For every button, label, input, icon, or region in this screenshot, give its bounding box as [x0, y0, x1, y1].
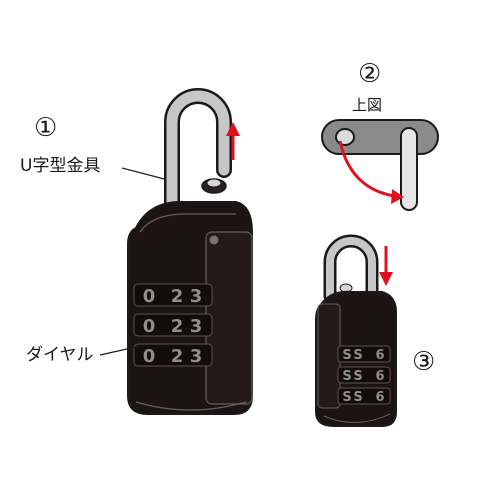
step-3: ③ S S 6 S S 6: [315, 234, 435, 427]
step-2: ② 上図: [321, 59, 439, 211]
small-dial-digit[interactable]: S: [353, 390, 362, 405]
step-1: ① U字型金具 0: [20, 88, 253, 415]
dial-digit[interactable]: 2: [171, 346, 184, 367]
small-dial-rows: S S 6 S S 6 S S 6: [337, 345, 391, 405]
rotated-shackle: [400, 127, 418, 211]
step-2-number: ②: [358, 59, 381, 89]
small-side-panel: [317, 303, 341, 409]
small-dial-digit[interactable]: S: [342, 369, 351, 384]
small-dial-row: S S 6: [337, 366, 391, 384]
dial-digit[interactable]: 3: [190, 346, 203, 367]
small-dial-digit[interactable]: S: [342, 390, 351, 405]
dial-digit[interactable]: 0: [143, 316, 156, 337]
shackle-label: U字型金具: [20, 156, 100, 176]
small-dial-digit[interactable]: S: [342, 348, 351, 363]
small-dial-digit[interactable]: S: [353, 369, 362, 384]
small-dial-digit[interactable]: S: [353, 348, 362, 363]
side-panel: [205, 231, 253, 405]
down-arrow-icon: [379, 246, 393, 286]
small-dial-row: S S 6: [337, 345, 391, 363]
dial-row: 0 2 3: [133, 283, 213, 307]
small-dial-digit[interactable]: 6: [375, 369, 384, 384]
lock-body: [127, 200, 253, 415]
dial-digit[interactable]: 0: [143, 286, 156, 307]
step-3-number: ③: [412, 347, 435, 377]
release-button: [208, 234, 220, 246]
small-u-shackle: [326, 237, 376, 300]
dial-digit[interactable]: 2: [171, 286, 184, 307]
dial-row: 0 2 3: [133, 313, 213, 337]
shackle-leader-line: [121, 167, 169, 181]
plate-hole: [335, 128, 355, 146]
dial-digit[interactable]: 0: [143, 346, 156, 367]
small-dial-row: S S 6: [337, 387, 391, 405]
dial-digit[interactable]: 2: [171, 316, 184, 337]
shackle-hole: [206, 178, 222, 188]
u-shackle: [166, 90, 230, 228]
dial-digit[interactable]: 3: [190, 316, 203, 337]
dial-leader-line: [99, 345, 141, 356]
step-1-number: ①: [34, 113, 57, 143]
top-view-caption: 上図: [352, 96, 382, 114]
dial-row: 0 2 3: [133, 343, 213, 367]
rotate-arrow-icon: [338, 140, 404, 204]
small-dial-digit[interactable]: 6: [375, 390, 384, 405]
up-arrow-icon: [226, 122, 240, 160]
dial-digit[interactable]: 3: [190, 286, 203, 307]
dial-rows: 0 2 3 0 2 3 0 2 3: [133, 283, 213, 367]
small-dial-digit[interactable]: 6: [375, 348, 384, 363]
dial-label: ダイヤル: [26, 345, 94, 365]
